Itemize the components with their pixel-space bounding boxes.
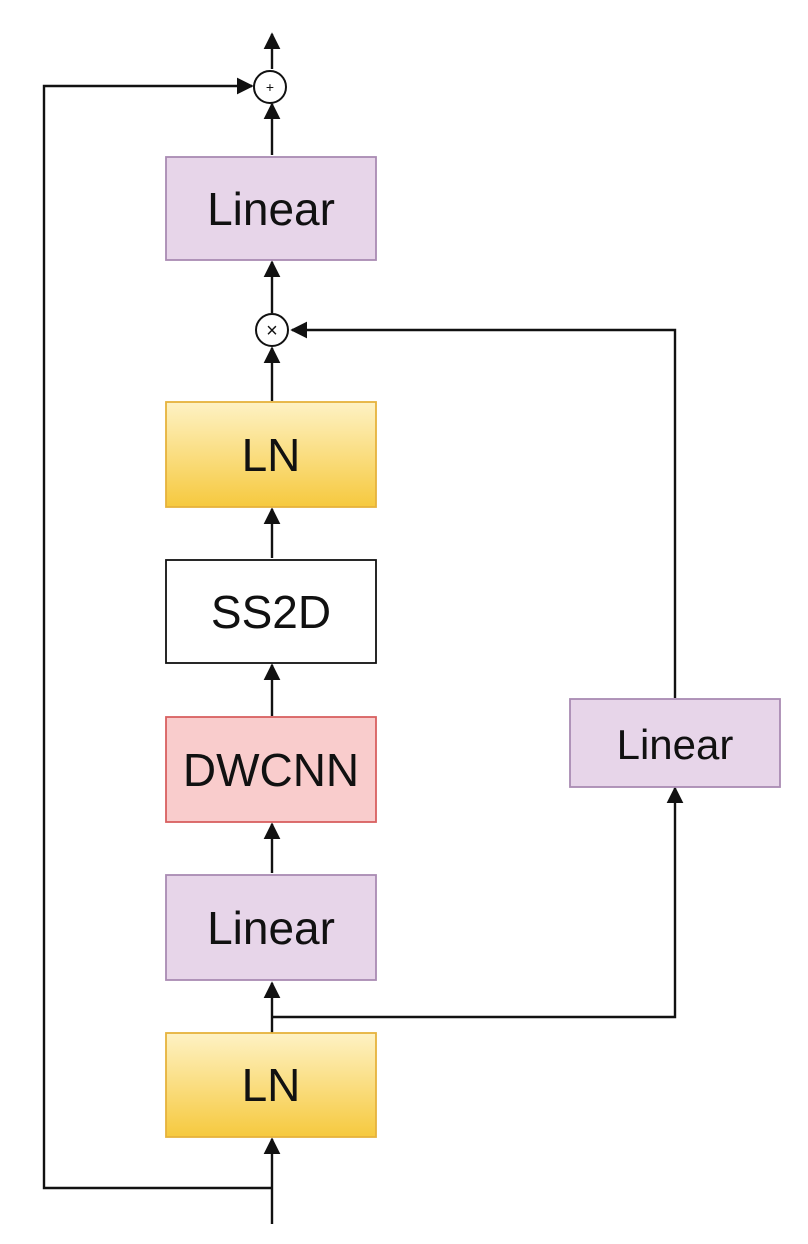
edge-side-linear-to-mul	[290, 321, 677, 698]
ln-mid-node: LN	[165, 401, 377, 508]
ln-bottom-label: LN	[242, 1059, 301, 1111]
add-circle	[253, 70, 287, 104]
multiply-circle	[255, 313, 289, 347]
ln-bottom-box	[165, 1032, 377, 1138]
operators: + ×	[253, 70, 289, 347]
linear-top-node: Linear	[165, 156, 377, 261]
add-symbol: +	[266, 79, 274, 95]
nodes: Linear LN SS2D DWCNN Linear LN Linear	[165, 156, 781, 1138]
ln-mid-box	[165, 401, 377, 508]
edges	[42, 32, 684, 1224]
linear-bottom-label: Linear	[207, 902, 335, 954]
edge-branch-to-side-linear	[272, 786, 684, 1019]
linear-bottom-node: Linear	[165, 874, 377, 981]
ss2d-box	[165, 559, 377, 664]
ln-bottom-node: LN	[165, 1032, 377, 1138]
dwcnn-label: DWCNN	[183, 744, 359, 796]
linear-side-node: Linear	[569, 698, 781, 788]
multiply-symbol: ×	[266, 320, 278, 342]
linear-top-label: Linear	[207, 183, 335, 235]
dwcnn-node: DWCNN	[165, 716, 377, 823]
linear-top-box	[165, 156, 377, 261]
ln-mid-label: LN	[242, 429, 301, 481]
linear-bottom-box	[165, 874, 377, 981]
edge-residual-skip	[42, 77, 272, 1190]
ss2d-node: SS2D	[165, 559, 377, 664]
multiply-operator: ×	[255, 313, 289, 347]
ss2d-label: SS2D	[211, 586, 331, 638]
linear-side-box	[569, 698, 781, 788]
dwcnn-box	[165, 716, 377, 823]
linear-side-label: Linear	[617, 721, 734, 768]
add-operator: +	[253, 70, 287, 104]
